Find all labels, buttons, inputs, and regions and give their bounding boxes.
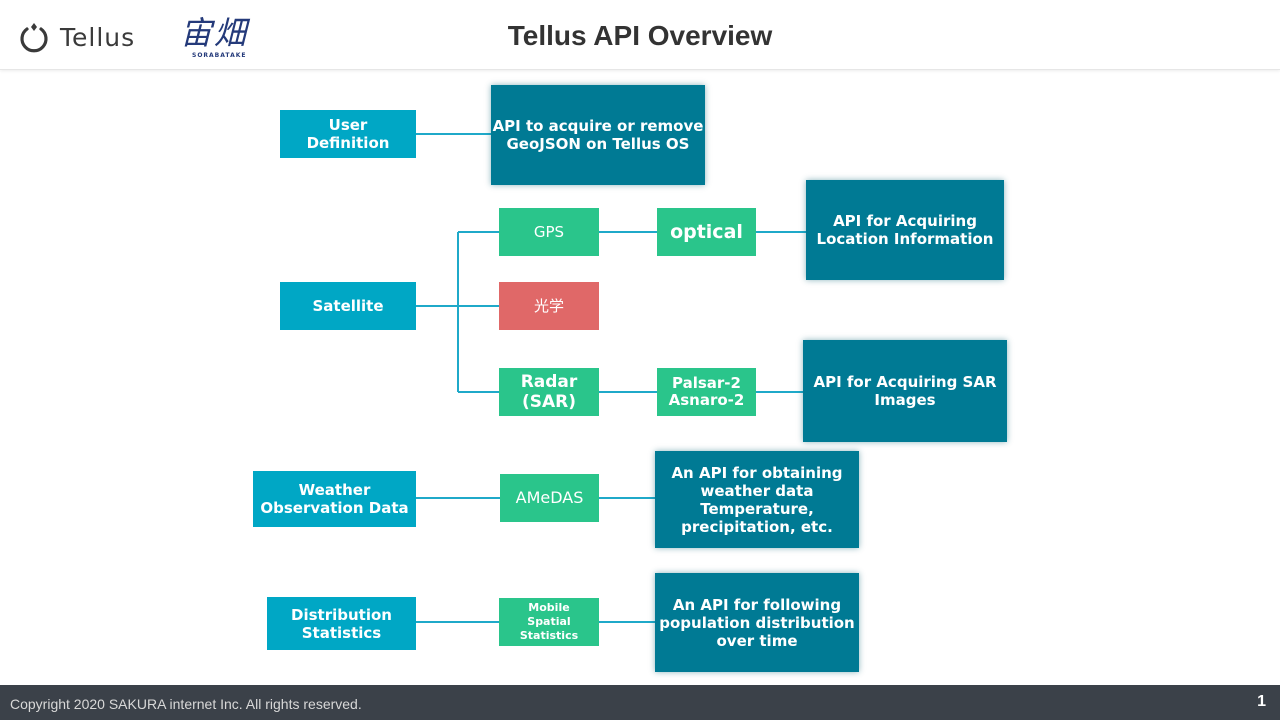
- sorabatake-logo-text: 宙畑: [180, 14, 249, 52]
- footer: Copyright 2020 SAKURA internet Inc. All …: [0, 685, 1280, 720]
- page-number: 1: [1257, 693, 1266, 710]
- category-distribution-statistics: Distribution Statistics: [267, 597, 416, 650]
- page-title: Tellus API Overview: [507, 20, 773, 51]
- header: Tellus 宙畑 SORABATAKE Tellus API Overview: [0, 0, 1280, 70]
- source-amedas: AMeDAS: [500, 474, 599, 522]
- api-location-information: API for Acquiring Location Information: [806, 180, 1004, 280]
- sorabatake-logo-subtext: SORABATAKE: [192, 52, 247, 59]
- sub-palsar-asnaro: Palsar-2 Asnaro-2: [657, 368, 756, 416]
- api-population-distribution: An API for following population distribu…: [655, 573, 859, 672]
- copyright-text: Copyright 2020 SAKURA internet Inc. All …: [10, 696, 362, 712]
- tellus-ring-icon: [20, 23, 48, 53]
- api-sar-images: API for Acquiring SAR Images: [803, 340, 1007, 442]
- source-optical-jp: 光学: [499, 282, 599, 330]
- tellus-logo[interactable]: Tellus: [18, 12, 135, 62]
- sub-optical: optical: [657, 208, 756, 256]
- api-geojson: API to acquire or remove GeoJSON on Tell…: [491, 85, 705, 185]
- tellus-logo-text: Tellus: [60, 22, 136, 52]
- category-satellite: Satellite: [280, 282, 416, 330]
- source-mobile-spatial-statistics: Mobile Spatial Statistics: [499, 598, 599, 646]
- source-radar-sar: Radar (SAR): [499, 368, 599, 416]
- source-gps: GPS: [499, 208, 599, 256]
- sorabatake-logo[interactable]: 宙畑 SORABATAKE: [180, 8, 264, 62]
- category-weather-observation: Weather Observation Data: [253, 471, 416, 527]
- category-user-definition: User Definition: [280, 110, 416, 158]
- api-weather-data: An API for obtaining weather data Temper…: [655, 451, 859, 548]
